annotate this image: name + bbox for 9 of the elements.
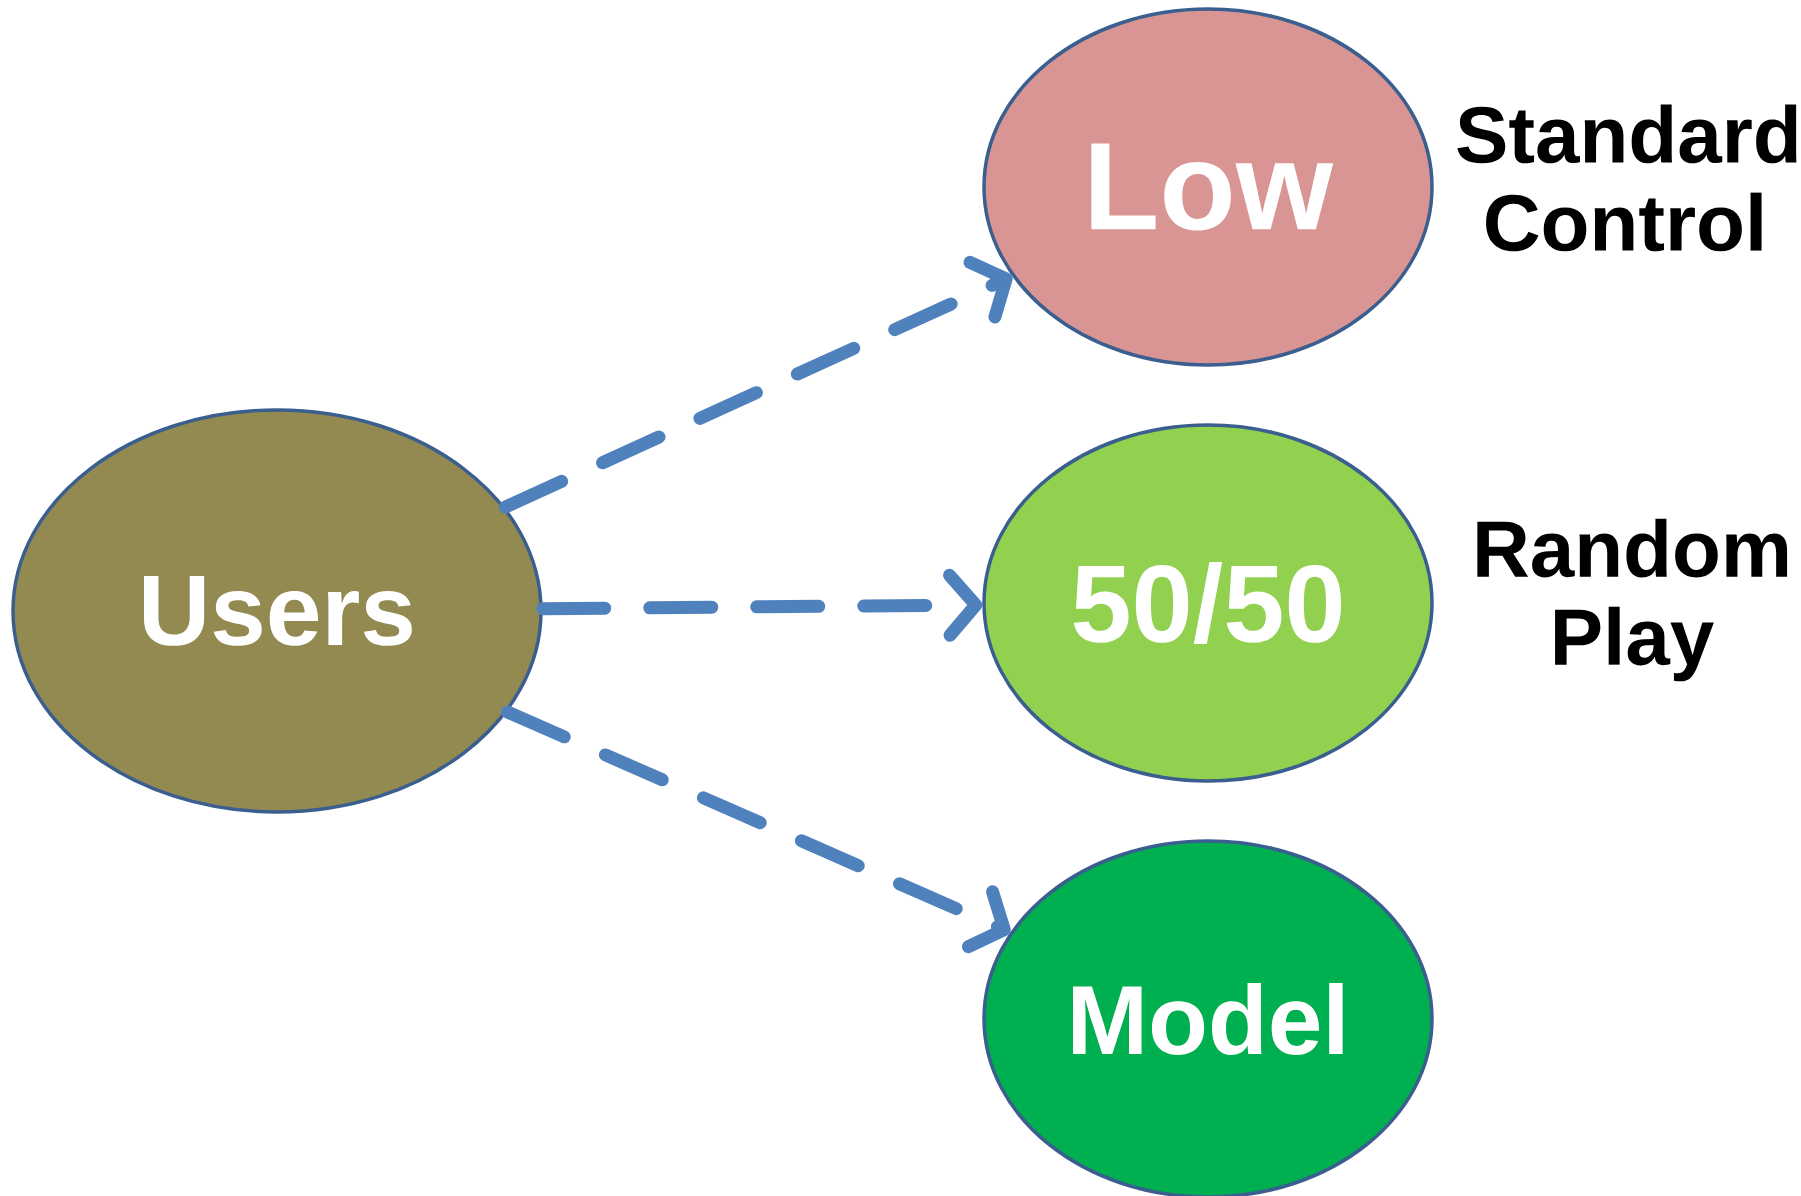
- arrow: [500, 705, 1011, 954]
- arrow: [498, 255, 1013, 514]
- side-label: Standard Control: [1457, 104, 1797, 252]
- ellipse-node: Users: [11, 408, 543, 814]
- ellipse-node: Low: [982, 7, 1434, 367]
- side-label: Random Play: [1477, 518, 1788, 682]
- arrow: [536, 568, 983, 642]
- ellipse-node: 50/50: [982, 423, 1434, 783]
- ellipse-node: Model: [982, 839, 1434, 1196]
